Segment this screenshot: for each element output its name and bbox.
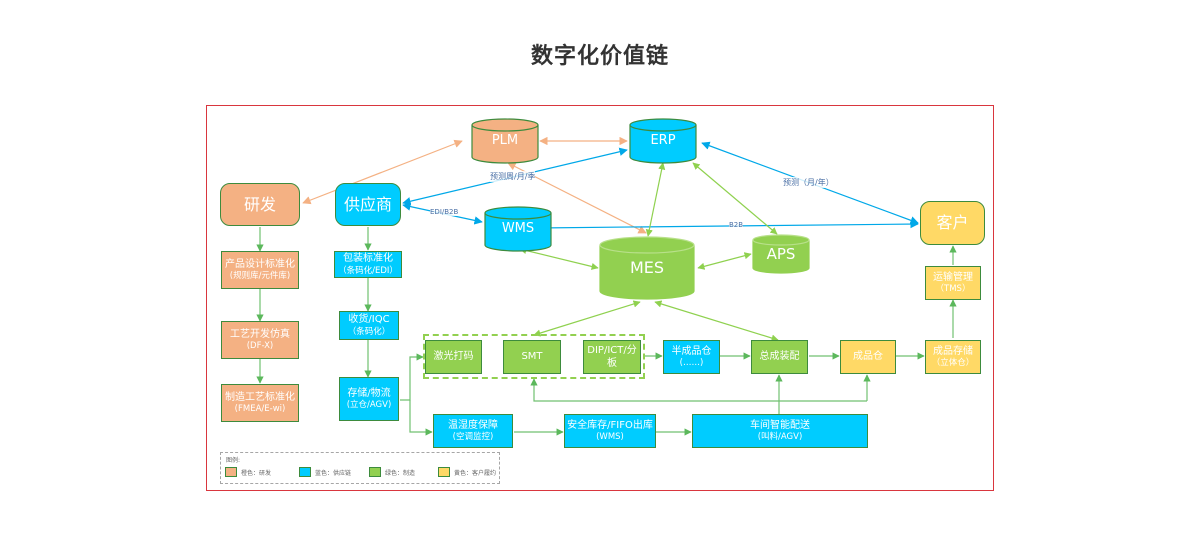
step-title: SMT <box>521 351 543 363</box>
logistics-step[interactable]: 温湿度保障(空调监控) <box>433 414 513 448</box>
step-title: 总成装配 <box>759 351 800 363</box>
step-title: 包装标准化 <box>343 253 393 265</box>
step-title: DIP/ICT/分板 <box>587 344 637 370</box>
step-subtitle: (叫料/AGV) <box>757 432 803 443</box>
legend-swatch <box>225 467 237 477</box>
link-wms-mes <box>519 247 599 270</box>
customer-node[interactable]: 客户 <box>920 201 985 245</box>
legend-swatch <box>299 467 311 477</box>
mes-label: MES <box>629 258 665 277</box>
step-subtitle: (立仓/AGV) <box>346 400 392 411</box>
erp-label: ERP <box>650 133 676 148</box>
logistics-step[interactable]: 安全库存/FIFO出库(WMS) <box>564 414 656 448</box>
supplier-label: 供应商 <box>343 194 392 214</box>
step-title: 存储/物流 <box>347 387 391 399</box>
step-title: 工艺开发仿真 <box>230 328 290 340</box>
legend-title: 图例: <box>226 457 241 464</box>
step-subtitle: (空调监控) <box>452 432 494 443</box>
step-subtitle: (DF-X) <box>246 341 274 352</box>
step-title: 成品仓 <box>853 351 883 363</box>
cylinder-icon <box>752 234 810 274</box>
label-forecast-plm: 预测周/月/季 <box>490 171 536 182</box>
supply-step[interactable]: 存储/物流(立仓/AGV) <box>339 377 399 421</box>
aps-label: APS <box>766 245 796 263</box>
link-mes-aps <box>697 252 752 270</box>
cylinder-icon <box>471 118 539 164</box>
legend-label: 橙色：研发 <box>241 469 272 477</box>
legend-item: 橙色：研发 <box>225 467 271 477</box>
cylinder-icon <box>629 118 697 164</box>
step-subtitle: （立体仓） <box>931 358 975 369</box>
page-title: 数字化价值链 <box>530 44 669 69</box>
flow-storage-temp <box>409 400 433 436</box>
logistics-step[interactable]: 车间智能配送(叫料/AGV) <box>692 414 868 448</box>
step-subtitle: （条码化/EDI） <box>338 265 398 276</box>
mfg-step-dip[interactable]: DIP/ICT/分板 <box>583 340 641 374</box>
link-mes-group <box>533 300 641 337</box>
legend-item: 黄色：客户履约 <box>438 467 496 477</box>
step-subtitle: (……) <box>679 358 704 369</box>
step-subtitle: (规则库/元件库) <box>229 271 291 282</box>
supply-step[interactable]: 收货/IQC（条码化） <box>339 311 399 340</box>
step-title: 制造工艺标准化 <box>225 391 295 403</box>
legend-swatch <box>438 467 450 477</box>
wms-label: WMS <box>501 221 535 236</box>
step-subtitle: （TMS） <box>935 284 971 295</box>
rd-step[interactable]: 工艺开发仿真(DF-X) <box>221 321 299 359</box>
plm-label: PLM <box>491 133 519 148</box>
mes-system[interactable]: MES <box>599 236 695 300</box>
semi-warehouse[interactable]: 半成品仓(……) <box>663 340 720 374</box>
step-title: 半成品仓 <box>671 345 712 357</box>
final-assembly[interactable]: 总成装配 <box>751 340 808 374</box>
legend-label: 绿色：制造 <box>385 469 416 477</box>
link-erp-aps <box>692 162 778 235</box>
finished-goods-warehouse[interactable]: 成品仓 <box>840 340 896 374</box>
step-title: 成品存储 <box>933 345 973 357</box>
flow-delivery-smt <box>530 378 867 402</box>
label-b2b: B2B <box>729 221 744 229</box>
rd-step[interactable]: 产品设计标准化(规则库/元件库) <box>221 251 299 289</box>
step-subtitle: (FMEA/E-wi) <box>234 404 286 415</box>
step-title: 车间智能配送 <box>750 419 810 431</box>
legend-label: 黄色：客户履约 <box>454 469 497 477</box>
step-subtitle: （条码化） <box>347 326 391 337</box>
finished-goods-storage[interactable]: 成品存储（立体仓） <box>925 340 981 374</box>
link-erp-mes <box>645 162 666 237</box>
manufacturing-group <box>423 334 645 379</box>
tms-node[interactable]: 运输管理（TMS） <box>925 266 981 300</box>
cylinder-icon <box>599 236 695 300</box>
diagram-frame <box>206 105 994 491</box>
step-subtitle: (WMS) <box>596 432 624 443</box>
link-mes-assembly <box>654 300 779 342</box>
legend-swatch <box>369 467 381 477</box>
rd-node[interactable]: 研发 <box>220 183 300 226</box>
erp-system[interactable]: ERP <box>629 118 697 164</box>
step-title: 安全库存/FIFO出库 <box>567 419 653 431</box>
legend-item: 蓝色：供应链 <box>299 467 351 477</box>
customer-label: 客户 <box>936 213 969 233</box>
rd-step[interactable]: 制造工艺标准化(FMEA/E-wi) <box>221 384 299 422</box>
step-title: 温湿度保障 <box>448 419 498 431</box>
legend: 图例: 橙色：研发 蓝色：供应链 绿色：制造 黄色：客户履约 <box>220 452 500 484</box>
mfg-step-laser[interactable]: 激光打码 <box>425 340 482 374</box>
aps-system[interactable]: APS <box>752 234 810 274</box>
cylinder-icon <box>484 206 552 252</box>
supplier-node[interactable]: 供应商 <box>335 183 401 226</box>
label-edi-b2b: EDI/B2B <box>430 208 459 216</box>
plm-system[interactable]: PLM <box>471 118 539 164</box>
legend-item: 绿色：制造 <box>369 467 415 477</box>
link-wms-customer <box>536 219 919 233</box>
flow-storage-laser <box>400 353 424 401</box>
supply-step[interactable]: 包装标准化（条码化/EDI） <box>334 251 402 278</box>
step-title: 激光打码 <box>433 351 474 363</box>
label-forecast-erp: 预测（月/年） <box>783 177 834 188</box>
step-title: 产品设计标准化 <box>225 258 295 270</box>
step-title: 运输管理 <box>933 271 973 283</box>
mfg-step-smt[interactable]: SMT <box>503 340 561 374</box>
rd-label: 研发 <box>243 194 276 214</box>
wms-system[interactable]: WMS <box>484 206 552 252</box>
step-title: 收货/IQC <box>348 314 390 326</box>
legend-label: 蓝色：供应链 <box>315 469 352 477</box>
